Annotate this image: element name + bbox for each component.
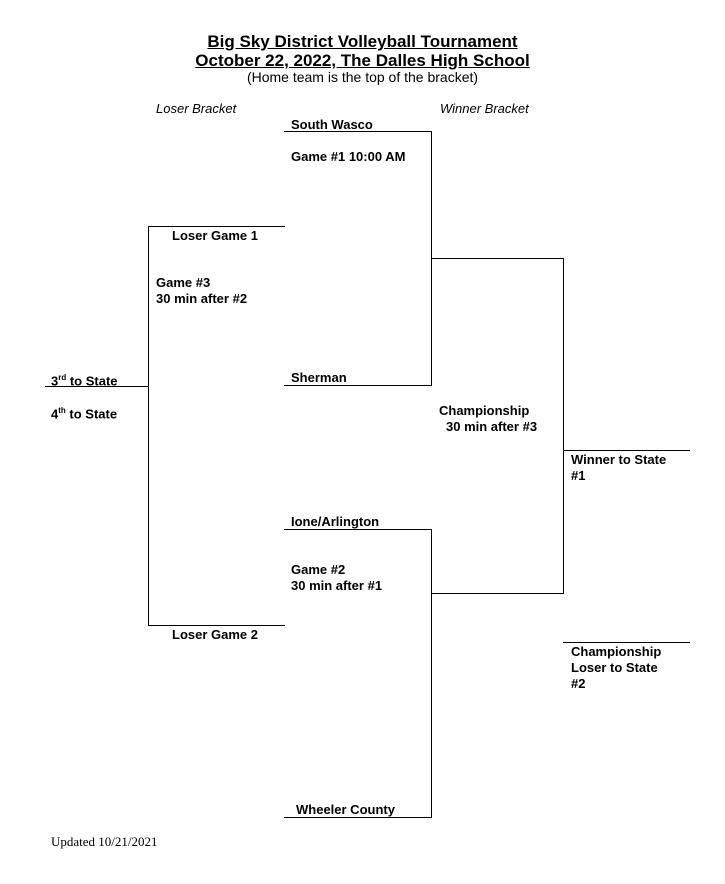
championship-time: 30 min after #3 — [446, 419, 538, 434]
team-ione-arlington: Ione/Arlington — [291, 514, 380, 529]
winner-line — [563, 450, 690, 451]
loser-game-2: Loser Game 2 — [172, 627, 258, 642]
game2-bottom-line — [284, 817, 432, 818]
game3-top-line — [148, 226, 285, 227]
loser-seed: #2 — [571, 676, 586, 691]
team-wheeler-county: Wheeler County — [296, 802, 395, 817]
game2-top-line — [284, 529, 432, 530]
winner-bracket-header: Winner Bracket — [440, 101, 529, 116]
championship-connector — [563, 258, 564, 594]
tournament-date-location: October 22, 2022, The Dalles High School — [195, 51, 530, 70]
team-south-wasco: South Wasco — [291, 117, 373, 132]
third-place-line — [45, 386, 149, 387]
championship-label: Championship — [439, 403, 530, 418]
loser-game-1: Loser Game 1 — [172, 228, 258, 243]
championship-loser-label: Championship — [571, 644, 662, 659]
game2-time: 30 min after #1 — [291, 578, 383, 593]
winner-to-state: Winner to State — [571, 452, 667, 467]
fourth-to-state: 4th to State — [51, 406, 118, 422]
game3-label: Game #3 — [156, 275, 211, 290]
game2-label: Game #2 — [291, 562, 346, 577]
game3-time: 30 min after #2 — [156, 291, 248, 306]
updated-date: Updated 10/21/2021 — [51, 834, 158, 849]
game2-connector — [431, 529, 432, 818]
game3-bottom-line — [148, 625, 285, 626]
game1-bottom-line — [284, 385, 432, 386]
championship-bottom-line — [431, 593, 564, 594]
tournament-title: Big Sky District Volleyball Tournament — [207, 32, 518, 51]
game3-connector — [148, 226, 149, 626]
championship-top-line — [431, 258, 564, 259]
home-team-note: (Home team is the top of the bracket) — [246, 69, 479, 85]
winner-seed: #1 — [571, 468, 586, 483]
loser-to-state: Loser to State — [571, 660, 658, 675]
championship-loser-line — [563, 642, 690, 643]
third-to-state: 3rd to State — [51, 373, 118, 389]
loser-bracket-header: Loser Bracket — [156, 101, 237, 116]
game1-label: Game #1 10:00 AM — [291, 149, 406, 164]
game1-top-line — [284, 131, 432, 132]
team-sherman: Sherman — [291, 370, 347, 385]
